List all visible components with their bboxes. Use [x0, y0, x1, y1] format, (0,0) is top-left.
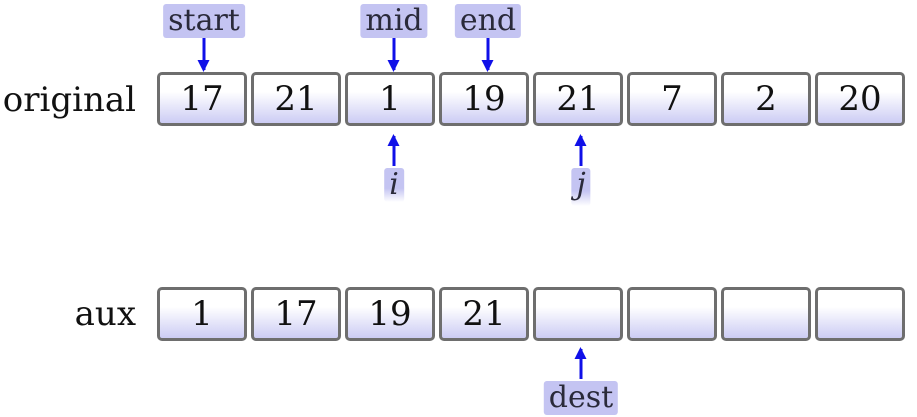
end-pointer-label: end — [454, 4, 522, 38]
aux-cell — [533, 287, 623, 341]
aux-cell: 21 — [439, 287, 529, 341]
original-cell: 21 — [533, 72, 623, 126]
original-array: 17 21 1 19 21 7 2 20 — [157, 72, 905, 126]
i-pointer-arrow — [387, 134, 400, 166]
dest-pointer-arrow — [574, 347, 587, 379]
original-array-label: original — [2, 80, 136, 120]
j-pointer-label: j — [571, 168, 591, 206]
aux-cell — [627, 287, 717, 341]
original-cell: 17 — [157, 72, 247, 126]
mid-pointer-arrow — [387, 38, 400, 72]
mid-pointer-label: mid — [360, 4, 428, 38]
original-cell: 1 — [345, 72, 435, 126]
end-pointer-arrow — [481, 38, 494, 72]
aux-cell: 17 — [251, 287, 341, 341]
original-cell: 20 — [815, 72, 905, 126]
aux-cell: 1 — [157, 287, 247, 341]
i-pointer-label: i — [384, 168, 404, 202]
j-pointer-arrow — [574, 134, 587, 166]
original-cell: 21 — [251, 72, 341, 126]
original-cell: 19 — [439, 72, 529, 126]
original-cell: 7 — [627, 72, 717, 126]
aux-cell: 19 — [345, 287, 435, 341]
aux-cell — [815, 287, 905, 341]
aux-array-label: aux — [74, 294, 136, 334]
aux-array: 1 17 19 21 — [157, 287, 905, 341]
start-pointer-label: start — [163, 4, 245, 38]
dest-pointer-label: dest — [543, 381, 619, 415]
start-pointer-arrow — [197, 38, 210, 72]
original-cell: 2 — [721, 72, 811, 126]
aux-cell — [721, 287, 811, 341]
